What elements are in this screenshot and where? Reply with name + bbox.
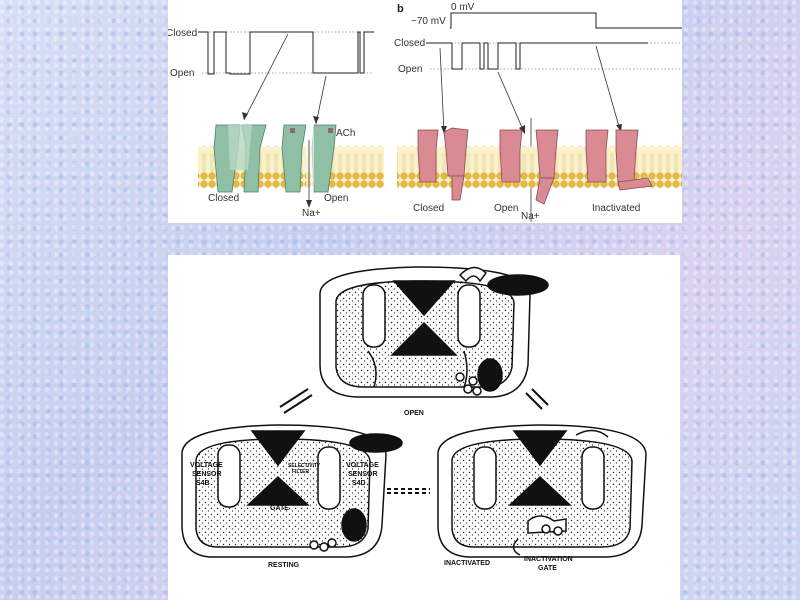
state-b-closed-label: Closed: [413, 203, 444, 214]
inactivated-state-channel: [438, 425, 646, 557]
voltage-step-line: [450, 13, 682, 28]
resting-state-label: RESTING: [268, 562, 300, 569]
open-state-channel: [320, 267, 548, 397]
state-a-open-label: Open: [324, 193, 348, 204]
channel-model-svg: OPEN VOLTAGE SENSOR: [168, 255, 680, 600]
panel-b: b 0 mV −70 mV Closed Open: [394, 2, 682, 222]
trace-b-closed-label: Closed: [394, 38, 425, 49]
sodium-channel-model-figure: OPEN VOLTAGE SENSOR: [168, 255, 680, 600]
panel-b-letter: b: [397, 3, 404, 15]
voltage-high-label: 0 mV: [451, 2, 475, 13]
ach-label: ACh: [336, 128, 355, 139]
trace-a-closed-label: Closed: [168, 28, 197, 39]
channel-gating-figure: Closed Open: [168, 0, 682, 223]
trace-b-open-label: Open: [398, 64, 422, 75]
state-a-closed-label: Closed: [208, 193, 239, 204]
trace-b-line: [426, 43, 648, 69]
panel-a: Closed Open: [168, 28, 384, 219]
ach-molecule: [328, 128, 333, 133]
ion-b-label: Na+: [521, 211, 540, 222]
open-state-label: OPEN: [404, 410, 424, 417]
resting-state-channel: [182, 425, 402, 557]
trace-a-open-label: Open: [170, 68, 194, 79]
ion-a-label: Na+: [302, 208, 321, 219]
channel-gating-svg: Closed Open: [168, 0, 682, 223]
state-b-open-label: Open: [494, 203, 518, 214]
voltage-low-label: −70 mV: [411, 16, 446, 27]
inactivation-gate-label: INACTIVATION GATE: [524, 556, 575, 572]
inactivated-annotations: INACTIVATED INACTIVATION GATE: [444, 556, 575, 572]
inactivated-state-label: INACTIVATED: [444, 560, 490, 567]
state-b-inactivated-label: Inactivated: [592, 203, 640, 214]
